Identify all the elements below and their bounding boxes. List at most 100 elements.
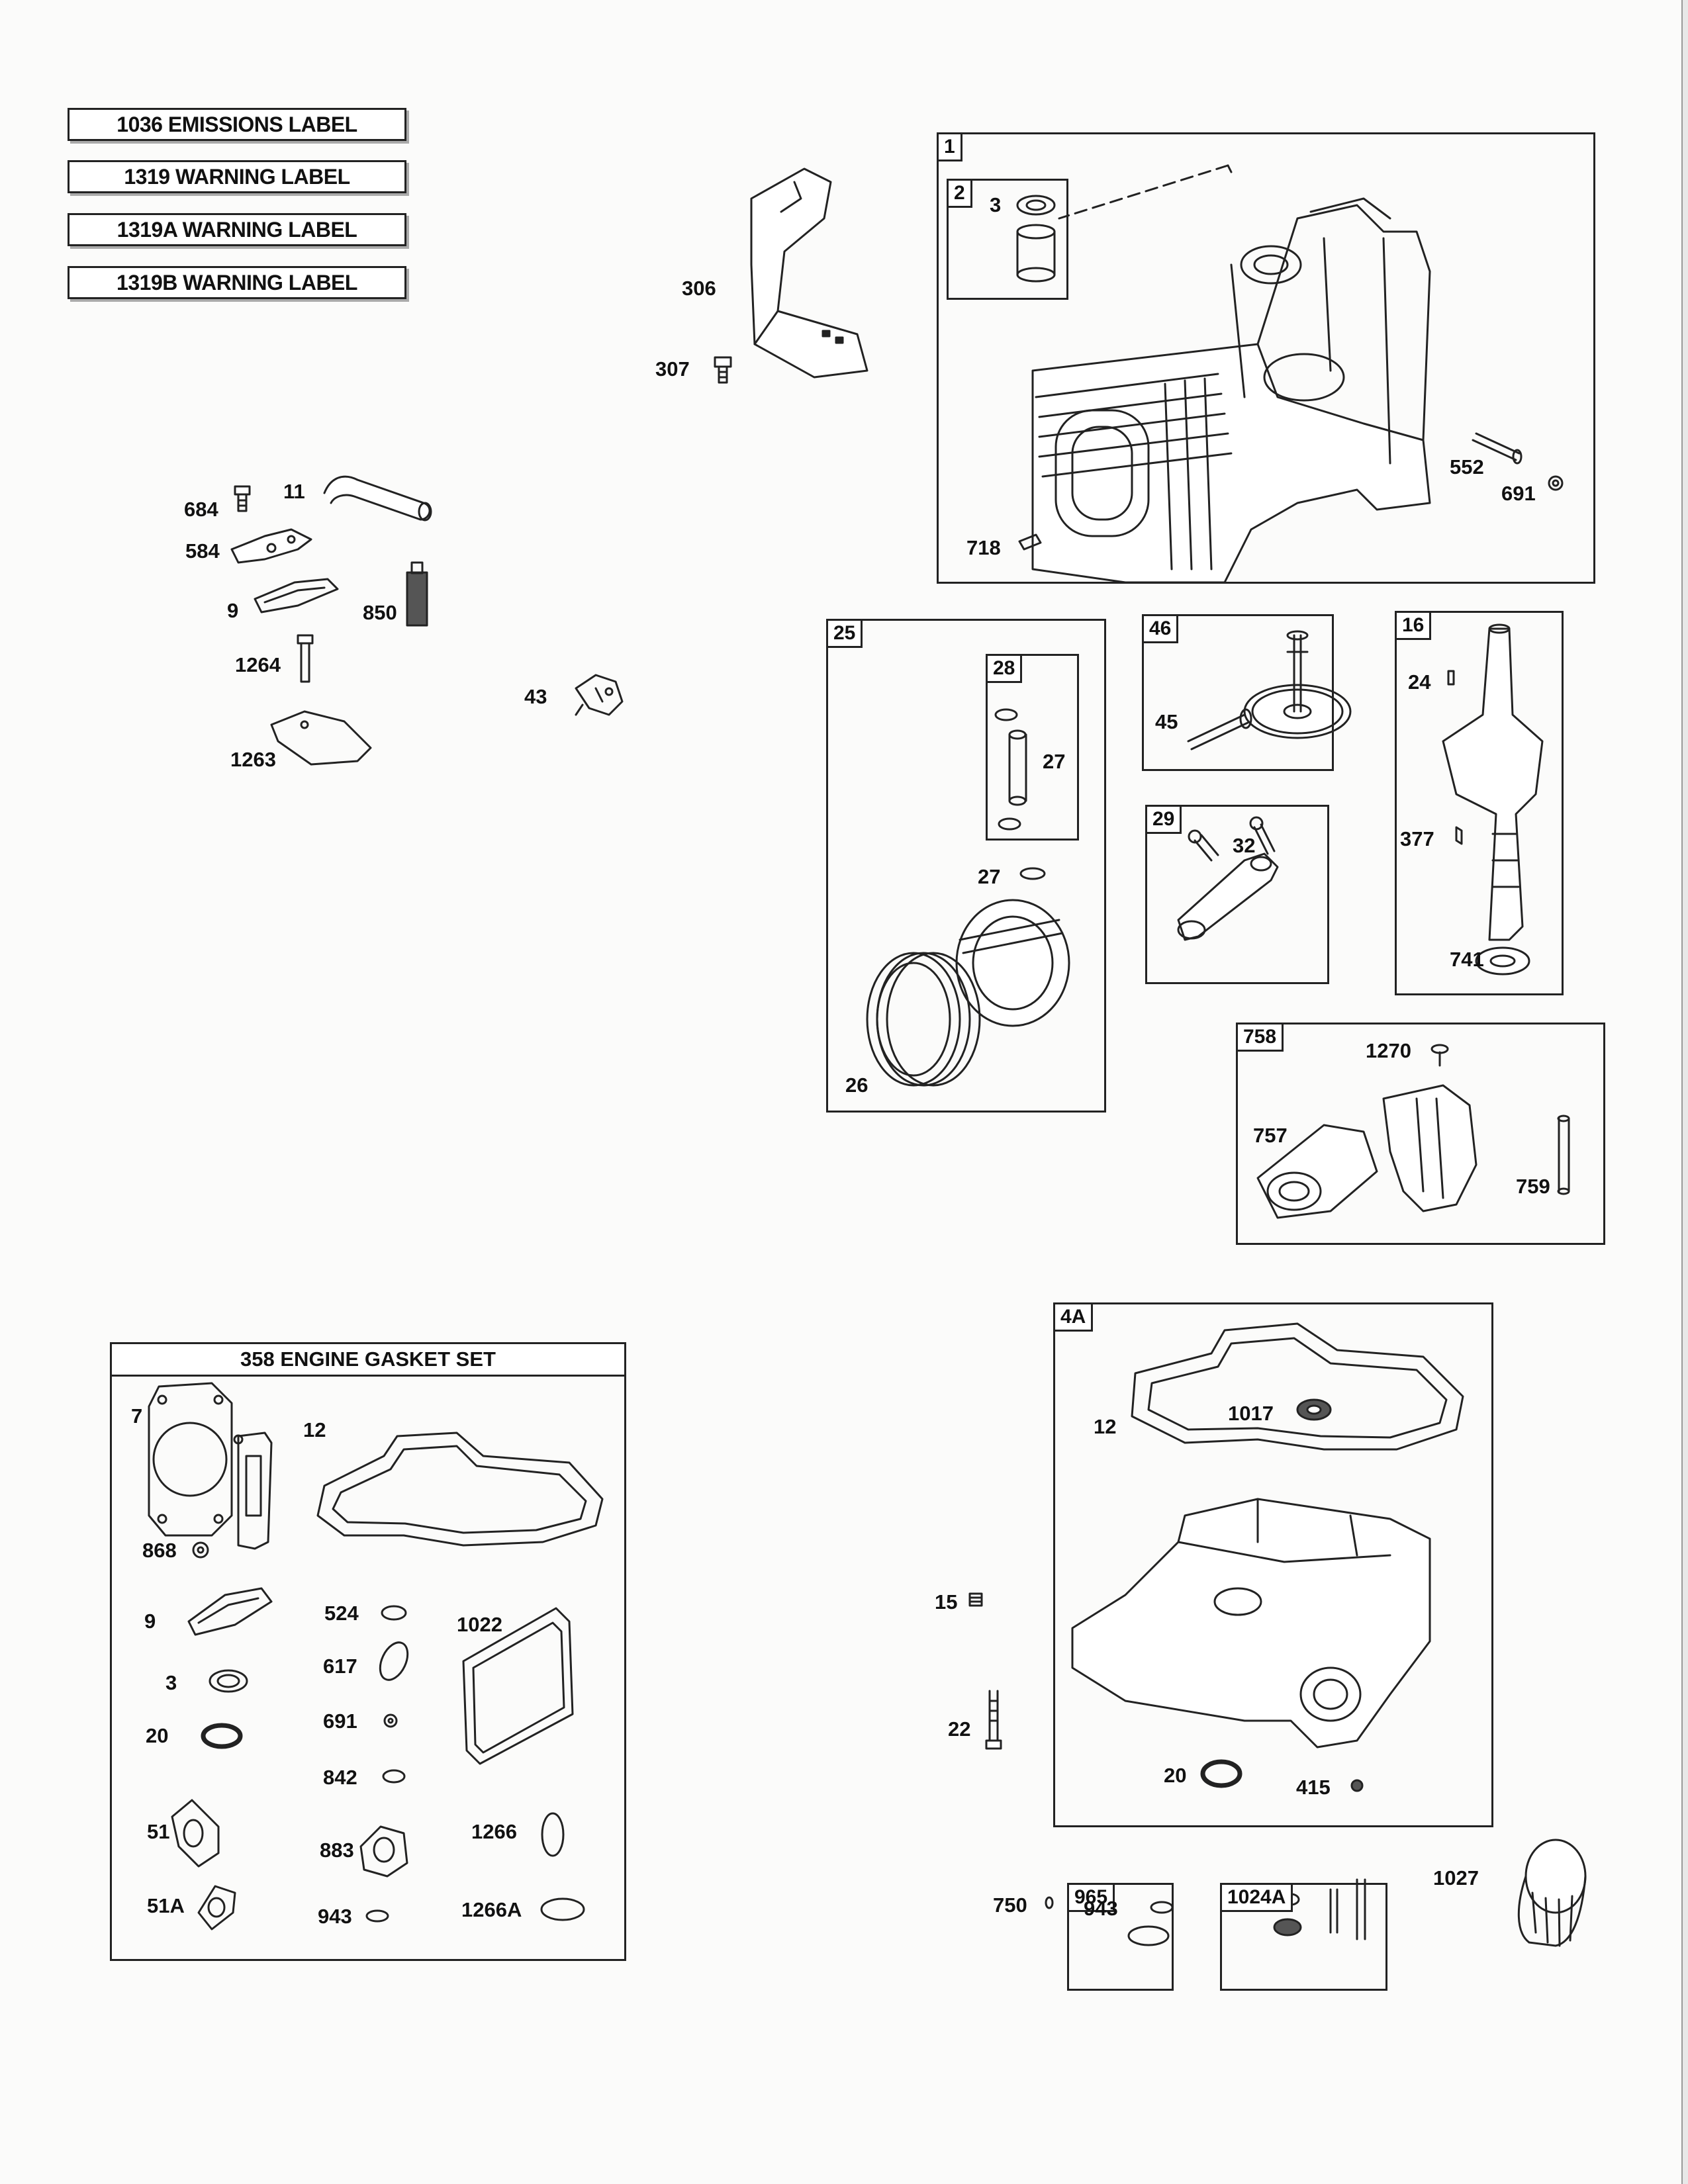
callout-43: 43: [524, 685, 547, 708]
callout-718: 718: [966, 536, 1001, 559]
callout-943-kit: 943: [1084, 1897, 1118, 1920]
timing-gear-741-drawing: [1475, 946, 1530, 976]
oring-943-drawing: [365, 1909, 389, 1923]
plug-15-drawing: [968, 1592, 983, 1607]
callout-584: 584: [185, 539, 220, 563]
pin-552-drawing: [1472, 432, 1523, 465]
sump-drawing: [1071, 1498, 1431, 1749]
crankshaft-frame: 16: [1395, 611, 1564, 995]
warning-label-a-text: 1319A WARNING LABEL: [117, 217, 357, 242]
piston-pin-drawing: [1008, 729, 1027, 806]
governor-assy-drawing: [1382, 1084, 1477, 1212]
oring-524-drawing: [381, 1605, 407, 1621]
nut-691-drawing: [1548, 475, 1564, 491]
callout-7: 7: [131, 1404, 143, 1428]
callout-415: 415: [1296, 1776, 1331, 1799]
connecting-rod-drawing: [1177, 852, 1279, 941]
group-1024a-tag: 1024A: [1222, 1885, 1293, 1912]
callout-691: 691: [1501, 482, 1536, 505]
callout-306: 306: [682, 277, 716, 300]
dowel-750-drawing: [1045, 1896, 1054, 1909]
group-28-tag: 28: [988, 656, 1023, 683]
group-4a-tag: 4A: [1055, 1304, 1094, 1332]
oil-seal-1017-drawing: [1296, 1398, 1332, 1421]
group-965-tag: 965: [1069, 1885, 1115, 1912]
callout-20: 20: [146, 1724, 169, 1747]
rod-bolt-drawing: [1188, 816, 1276, 862]
callout-691-gasket: 691: [323, 1709, 357, 1733]
nut-691-gasket-drawing: [383, 1713, 398, 1728]
warning-label-a-box: 1319A WARNING LABEL: [68, 213, 406, 246]
bolt-684-drawing: [234, 485, 251, 512]
sump-frame: 4A: [1053, 1302, 1493, 1827]
callout-524: 524: [324, 1602, 359, 1625]
kit-1024a-frame: 1024A: [1220, 1883, 1387, 1991]
nut-868-drawing: [192, 1541, 209, 1559]
callout-26: 26: [845, 1073, 868, 1097]
callout-377: 377: [1400, 827, 1434, 850]
screw-1270-drawing: [1430, 1044, 1449, 1067]
bolt-22-drawing: [985, 1690, 1002, 1750]
gasket-51-drawing: [171, 1799, 220, 1868]
group-758-tag: 758: [1238, 1024, 1284, 1052]
seal-3-gasket-drawing: [209, 1669, 248, 1693]
governor-frame: 758: [1236, 1023, 1605, 1245]
callout-1270: 1270: [1366, 1039, 1411, 1062]
governor-shaft-drawing: [1557, 1115, 1570, 1195]
bolt-1264-drawing: [297, 634, 314, 683]
plug-415-drawing: [1350, 1779, 1364, 1792]
callout-1027: 1027: [1433, 1866, 1479, 1889]
oil-seal-20-drawing: [201, 1723, 243, 1749]
pin-718-drawing: [1018, 533, 1042, 551]
sump-gasket-drawing: [1131, 1322, 1464, 1451]
breather-gasket-9-drawing: [187, 1587, 273, 1636]
seal-kit-frame: 2: [947, 179, 1068, 300]
callout-868: 868: [142, 1539, 177, 1562]
callout-617: 617: [323, 1655, 357, 1678]
callout-9: 9: [227, 599, 239, 622]
callout-51: 51: [147, 1820, 170, 1843]
callout-3: 3: [990, 193, 1002, 216]
callout-12: 12: [303, 1418, 326, 1441]
seal-drawing: [1016, 195, 1056, 216]
breather-gasket-drawing: [254, 578, 339, 614]
seal-20-drawing: [1200, 1759, 1243, 1788]
exhaust-gasket-drawing: [237, 1432, 273, 1550]
callout-24: 24: [1408, 670, 1431, 694]
emissions-label-text: 1036 EMISSIONS LABEL: [117, 112, 357, 136]
callout-1266a: 1266A: [461, 1898, 522, 1921]
callout-20-sump: 20: [1164, 1764, 1187, 1787]
warning-label-b-text: 1319B WARNING LABEL: [117, 270, 357, 295]
callout-883: 883: [320, 1839, 354, 1862]
governor-gear-drawing: [1256, 1124, 1378, 1219]
callout-684: 684: [184, 498, 218, 521]
cam-shaft-pin-drawing: [1187, 708, 1252, 751]
callout-3-gasket: 3: [165, 1671, 177, 1694]
gasket-883-drawing: [359, 1825, 408, 1878]
cylinder-group-frame: 1: [937, 132, 1595, 584]
oring-617-drawing: [379, 1641, 409, 1681]
warning-label-b-box: 1319B WARNING LABEL: [68, 266, 406, 299]
gasket-51a-drawing: [197, 1885, 236, 1931]
connecting-rod-frame: 29: [1145, 805, 1329, 984]
crankcase-gasket-12-drawing: [316, 1432, 604, 1547]
callout-9-gasket: 9: [144, 1610, 156, 1633]
callout-1266: 1266: [471, 1820, 517, 1843]
callout-1264: 1264: [235, 653, 281, 676]
callout-1263: 1263: [230, 748, 276, 771]
callout-750: 750: [993, 1893, 1027, 1917]
pin-kit-frame: 28: [986, 654, 1079, 841]
callout-1022: 1022: [457, 1613, 502, 1636]
warning-label-box: 1319 WARNING LABEL: [68, 160, 406, 193]
callout-757: 757: [1253, 1124, 1288, 1147]
bushing-drawing: [1016, 224, 1056, 283]
plate-1263-drawing: [270, 710, 372, 766]
gasket-set-title: 358 ENGINE GASKET SET: [112, 1344, 624, 1377]
cam-gear-frame: 46: [1142, 614, 1334, 771]
emissions-label-box: 1036 EMISSIONS LABEL: [68, 108, 406, 141]
breather-tube-drawing: [323, 475, 432, 522]
callout-27-pin-kit: 27: [1043, 750, 1066, 773]
callout-850: 850: [363, 601, 397, 624]
callout-27-piston: 27: [978, 865, 1001, 888]
